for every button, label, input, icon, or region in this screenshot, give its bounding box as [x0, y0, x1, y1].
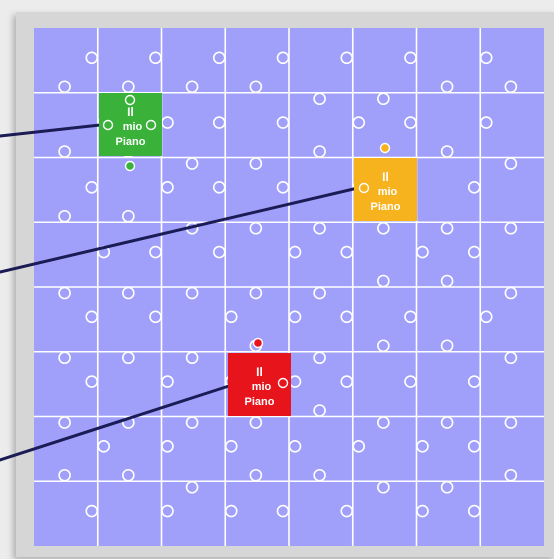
piece-knob [104, 121, 113, 130]
piece-knob [360, 184, 369, 193]
piece-knob [381, 144, 390, 153]
piece-label-line1: Il [382, 170, 389, 184]
piece-knob [279, 379, 288, 388]
piece-label-line2: mio [378, 186, 398, 198]
piece-label-line1: Il [256, 365, 263, 379]
piece-label-line3: Piano [245, 396, 275, 408]
piece-knob [126, 162, 135, 171]
piece-label-line1: Il [127, 105, 134, 119]
piece-label-line3: Piano [371, 201, 401, 213]
piece-label-line2: mio [123, 121, 143, 133]
piece-knob [147, 121, 156, 130]
piece-knob [254, 339, 263, 348]
piece-knob [126, 96, 135, 105]
piece-label-line2: mio [252, 381, 272, 393]
piece-label-line3: Piano [116, 136, 146, 148]
